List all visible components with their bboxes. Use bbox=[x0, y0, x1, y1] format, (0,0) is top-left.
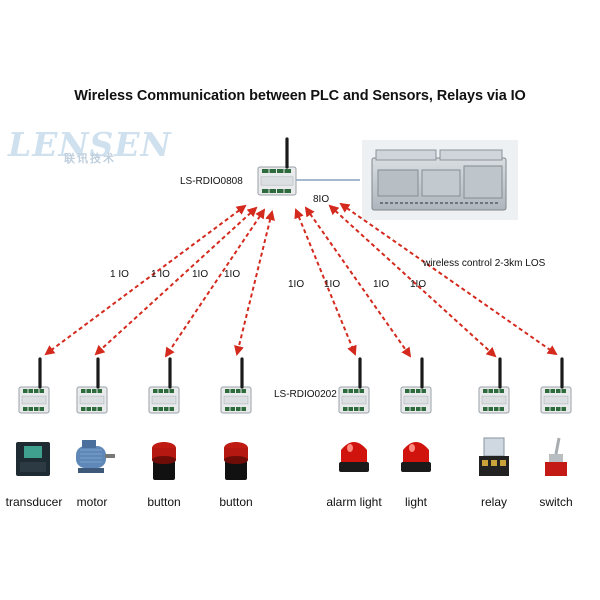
transducer-icon bbox=[16, 442, 50, 476]
wireless-link-arrow bbox=[44, 204, 247, 356]
device-label: button bbox=[219, 495, 253, 509]
slave-io-module bbox=[338, 357, 370, 414]
slave-modules bbox=[18, 357, 572, 414]
device-label: alarm light bbox=[326, 495, 382, 509]
wireless-links bbox=[44, 202, 558, 358]
wireless-link-arrow bbox=[234, 210, 275, 356]
master-io-count-label: 8IO bbox=[313, 194, 330, 205]
link-io-label: 1IO bbox=[324, 279, 341, 290]
wireless-range-note: wireless control 2-3km LOS bbox=[423, 258, 546, 269]
link-io-label: 1IO bbox=[192, 269, 209, 280]
device-label: transducer bbox=[5, 495, 63, 509]
signal-light-icon bbox=[401, 442, 431, 472]
link-io-label: 1IO bbox=[373, 279, 390, 290]
device-label: button bbox=[147, 495, 181, 509]
slave-io-module bbox=[18, 357, 50, 414]
push-button-icon bbox=[152, 442, 176, 480]
master-module-body bbox=[257, 137, 297, 196]
lensen-logo-chinese: 联讯技术 bbox=[64, 153, 116, 165]
link-io-label: 1IO bbox=[410, 279, 427, 290]
diagram-title: Wireless Communication between PLC and S… bbox=[74, 88, 526, 104]
toggle-switch-icon bbox=[545, 437, 567, 476]
slave-io-module bbox=[400, 357, 432, 414]
slave-io-module bbox=[540, 357, 572, 414]
wireless-link-arrow bbox=[164, 208, 266, 358]
link-io-label: 1 IO bbox=[151, 269, 170, 280]
field-devices bbox=[16, 437, 567, 480]
wireless-link-arrow bbox=[94, 206, 258, 356]
link-io-label: 1IO bbox=[288, 279, 305, 290]
slave-io-module bbox=[220, 357, 252, 414]
slave-model-label: LS-RDIO0202 bbox=[274, 389, 337, 400]
plc-unit bbox=[362, 140, 518, 220]
link-io-label: 1IO bbox=[224, 269, 241, 280]
device-label: relay bbox=[480, 495, 508, 509]
master-model-label: LS-RDIO0808 bbox=[180, 176, 243, 187]
link-io-label: 1 IO bbox=[110, 269, 129, 280]
motor-icon bbox=[76, 440, 115, 473]
device-label: light bbox=[404, 495, 428, 509]
push-button-icon bbox=[224, 442, 248, 480]
master-io-module bbox=[257, 137, 297, 196]
device-label: switch bbox=[539, 495, 573, 509]
slave-io-module bbox=[478, 357, 510, 414]
slave-io-module bbox=[148, 357, 180, 414]
lensen-logo: LENSEN bbox=[8, 125, 172, 164]
alarm-light-icon bbox=[339, 442, 369, 472]
slave-io-module bbox=[76, 357, 108, 414]
device-label: motor bbox=[76, 495, 108, 509]
wireless-link-arrow bbox=[339, 202, 558, 356]
relay-icon bbox=[479, 437, 509, 476]
